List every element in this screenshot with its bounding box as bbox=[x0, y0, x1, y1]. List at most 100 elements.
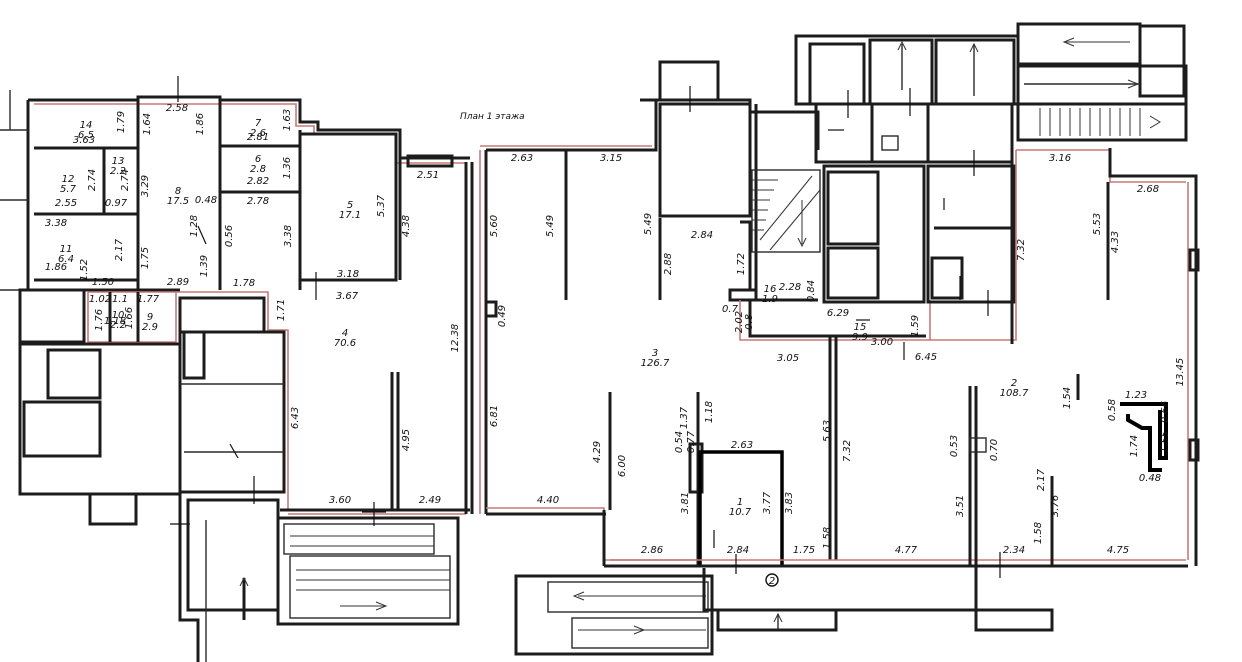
dimension-label: 1.75 bbox=[140, 247, 151, 269]
dimension-label: 3.63 bbox=[73, 135, 95, 146]
plan-title: План 1 этажа bbox=[460, 112, 525, 122]
room-number: 4 bbox=[342, 328, 348, 339]
dimension-label: 5.53 bbox=[1092, 213, 1103, 235]
dimension-label: 1.23 bbox=[1125, 390, 1147, 401]
dimension-label: 2.89 bbox=[167, 277, 189, 288]
dimension-label: 1.37 bbox=[679, 406, 690, 429]
dimension-label: 7.32 bbox=[1016, 239, 1027, 261]
dimension-label: 1.78 bbox=[233, 278, 255, 289]
dimension-label: 3.00 bbox=[871, 337, 893, 348]
dimension-label: 1.1 bbox=[112, 294, 128, 305]
room-number: 1 bbox=[737, 497, 743, 508]
room-number: 16 bbox=[764, 284, 777, 295]
dimension-label: 2.02 bbox=[734, 311, 745, 333]
dimension-label: 2.68 bbox=[1137, 184, 1159, 195]
dimension-label: 4.38 bbox=[401, 215, 412, 237]
dimension-label: 0.48 bbox=[195, 195, 217, 206]
dimension-label: 3.83 bbox=[784, 492, 795, 514]
dimension-label: 0.66 bbox=[1160, 401, 1171, 423]
room-number: 12 bbox=[62, 174, 75, 185]
dimension-label: 2.28 bbox=[779, 282, 801, 293]
room-number: 15 bbox=[854, 322, 867, 333]
dimension-label: 0.7 bbox=[722, 304, 739, 315]
dimension-label: 1.28 bbox=[189, 215, 200, 237]
dimension-label: 2.84 bbox=[727, 545, 749, 556]
dimension-label: 2.49 bbox=[419, 495, 441, 506]
dimension-label: 1.18 bbox=[104, 316, 126, 327]
room-number: 9 bbox=[147, 312, 153, 323]
room-area: 2.6 bbox=[250, 128, 266, 139]
dimension-label: 2.58 bbox=[166, 103, 188, 114]
stairwell bbox=[751, 169, 821, 253]
dimension-label: 2.88 bbox=[663, 253, 674, 275]
dimension-label: 3.51 bbox=[955, 495, 966, 517]
dimension-label: 12.38 bbox=[450, 324, 461, 353]
dimension-label: 3.18 bbox=[337, 269, 359, 280]
dimension-label: 6.00 bbox=[617, 455, 628, 477]
dimension-label: 2.51 bbox=[417, 170, 439, 181]
room-number: 13 bbox=[112, 156, 125, 167]
axis-marker-circle bbox=[765, 573, 779, 587]
dimension-label: 1.86 bbox=[45, 262, 67, 273]
dimension-label: 2.17 bbox=[1036, 468, 1047, 491]
dimension-label: 1.64 bbox=[142, 113, 153, 135]
dimension-label: 4.95 bbox=[401, 429, 412, 451]
dimension-label: 1.18 bbox=[704, 401, 715, 423]
room-area: 126.7 bbox=[641, 358, 670, 369]
room-area: 70.6 bbox=[334, 338, 356, 349]
dimension-label: 1.72 bbox=[736, 253, 747, 275]
dimension-label: 5.49 bbox=[545, 215, 556, 237]
dimension-label: 1.39 bbox=[199, 255, 210, 277]
dimension-label: 4.33 bbox=[1110, 231, 1121, 253]
dimension-label: 0.49 bbox=[497, 305, 508, 327]
dimension-label: 1.59 bbox=[910, 315, 921, 337]
dimension-label: 5.49 bbox=[643, 213, 654, 235]
dimension-label: 6.45 bbox=[915, 352, 937, 363]
entrance-stairs bbox=[239, 516, 1054, 656]
room-number: 5 bbox=[347, 200, 353, 211]
dimension-label: 3.81 bbox=[680, 492, 691, 514]
dimension-label: 2.74 bbox=[87, 169, 98, 191]
room-area: 10.7 bbox=[729, 507, 752, 518]
dimension-label: 1.66 bbox=[124, 307, 135, 329]
room-area: 108.7 bbox=[1000, 388, 1029, 399]
dimension-label: 0.84 bbox=[806, 280, 817, 302]
dimension-label: 1.63 bbox=[282, 109, 293, 131]
room-area: 2.9 bbox=[142, 322, 158, 333]
dimension-label: 1.36 bbox=[282, 157, 293, 179]
dimension-label: 1.71 bbox=[276, 299, 287, 321]
dimension-label: 3.76 bbox=[1050, 495, 1061, 517]
dimension-label: 2.63 bbox=[511, 153, 533, 164]
dimension-label: 2.74 bbox=[120, 169, 131, 191]
dimension-label: 3.15 bbox=[600, 153, 622, 164]
dimension-label: 0.58 bbox=[1107, 399, 1118, 421]
dimension-label: 5.37 bbox=[376, 194, 387, 217]
room-area: 1.9 bbox=[762, 294, 778, 305]
room-area: 17.5 bbox=[167, 196, 189, 207]
room-area: 9.9 bbox=[852, 332, 868, 343]
dimension-label: 2.81 bbox=[247, 132, 269, 143]
room-number: 7 bbox=[255, 118, 262, 129]
dimension-label: 3.60 bbox=[329, 495, 351, 506]
dimension-label: 5.60 bbox=[489, 215, 500, 237]
dimension-label: 0.8 bbox=[744, 314, 755, 330]
dimension-label: 1.75 bbox=[793, 545, 815, 556]
dimension-label: 1.52 bbox=[79, 259, 90, 281]
dimension-label: 1.58 bbox=[1033, 522, 1044, 544]
room-area: 17.1 bbox=[339, 210, 361, 221]
dimension-label: 0.70 bbox=[989, 439, 1000, 461]
dimension-label: 6.29 bbox=[827, 308, 849, 319]
room-number: 11 bbox=[60, 244, 73, 255]
room-number: 6 bbox=[255, 154, 261, 165]
central-double-wall bbox=[464, 150, 488, 514]
room-area: 2.8 bbox=[250, 164, 266, 175]
dimension-label: 3.29 bbox=[140, 175, 151, 197]
dimension-label: 2.34 bbox=[1003, 545, 1025, 556]
dimension-label: 0.48 bbox=[1139, 473, 1161, 484]
dimension-label: 3.05 bbox=[777, 353, 799, 364]
dimension-label: 2.86 bbox=[641, 545, 663, 556]
dimension-label: 3.38 bbox=[45, 218, 67, 229]
room-area: 2.2 bbox=[110, 320, 126, 331]
